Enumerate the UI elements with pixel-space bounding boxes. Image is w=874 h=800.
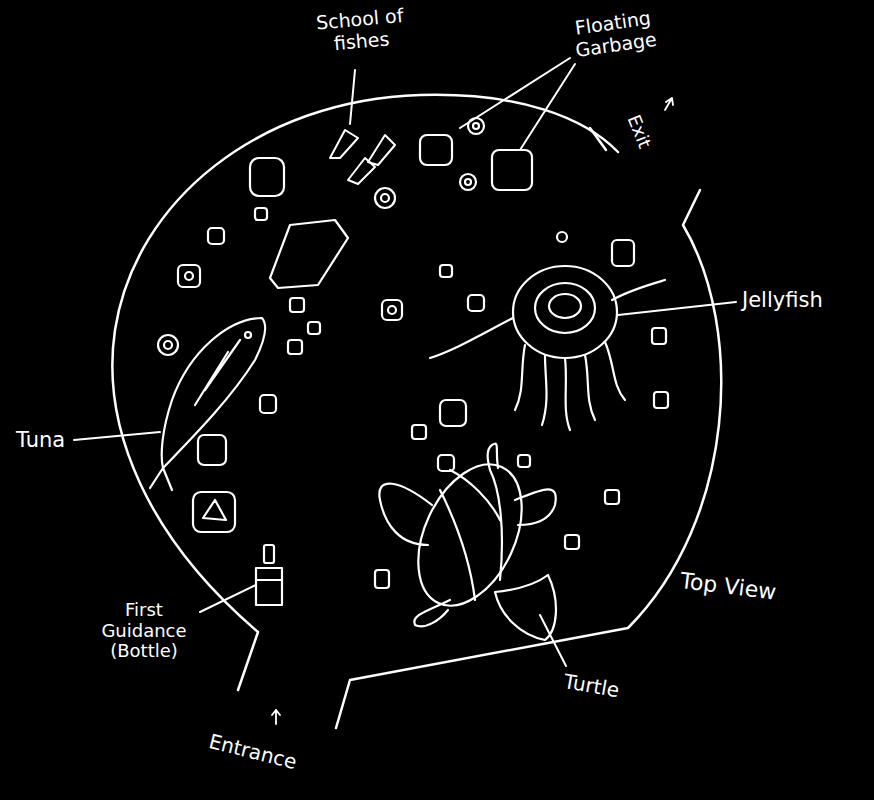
exit-arrow [665,98,673,110]
label-holder: Top View [679,568,778,605]
label-holder: Floating Garbage [552,4,677,64]
leader-line [74,58,736,666]
bottle [256,545,282,605]
entrance-label: Entrance [206,730,299,774]
label-holder: School of fishes [300,4,421,58]
label-holder: Jellyfish [742,288,823,312]
floating-garbage [158,118,668,588]
label-holder: Tuna [16,428,65,452]
exhibit-label: Tuna [16,428,65,452]
label-holder: Exit [623,112,655,151]
label-holder: Entrance [206,730,299,774]
exhibit-label: First Guidance (Bottle) [88,600,200,662]
entrance-arrow [272,710,280,724]
label-holder: First Guidance (Bottle) [88,600,200,662]
exhibit-label: Jellyfish [742,288,823,312]
label-holder: Turtle [562,670,621,702]
exit-label: Exit [623,112,655,151]
turtle [379,444,556,640]
school-of-fishes [330,130,395,184]
jellyfish [430,266,665,430]
hall-wall [112,95,618,690]
tuna [150,318,265,490]
view-label: Top View [679,568,778,605]
exhibit-label: Turtle [562,670,621,702]
exhibit-label: Floating Garbage [552,4,677,64]
exit-marker [590,128,606,150]
exhibit-label: School of fishes [300,4,421,58]
hall-wall [336,190,721,728]
